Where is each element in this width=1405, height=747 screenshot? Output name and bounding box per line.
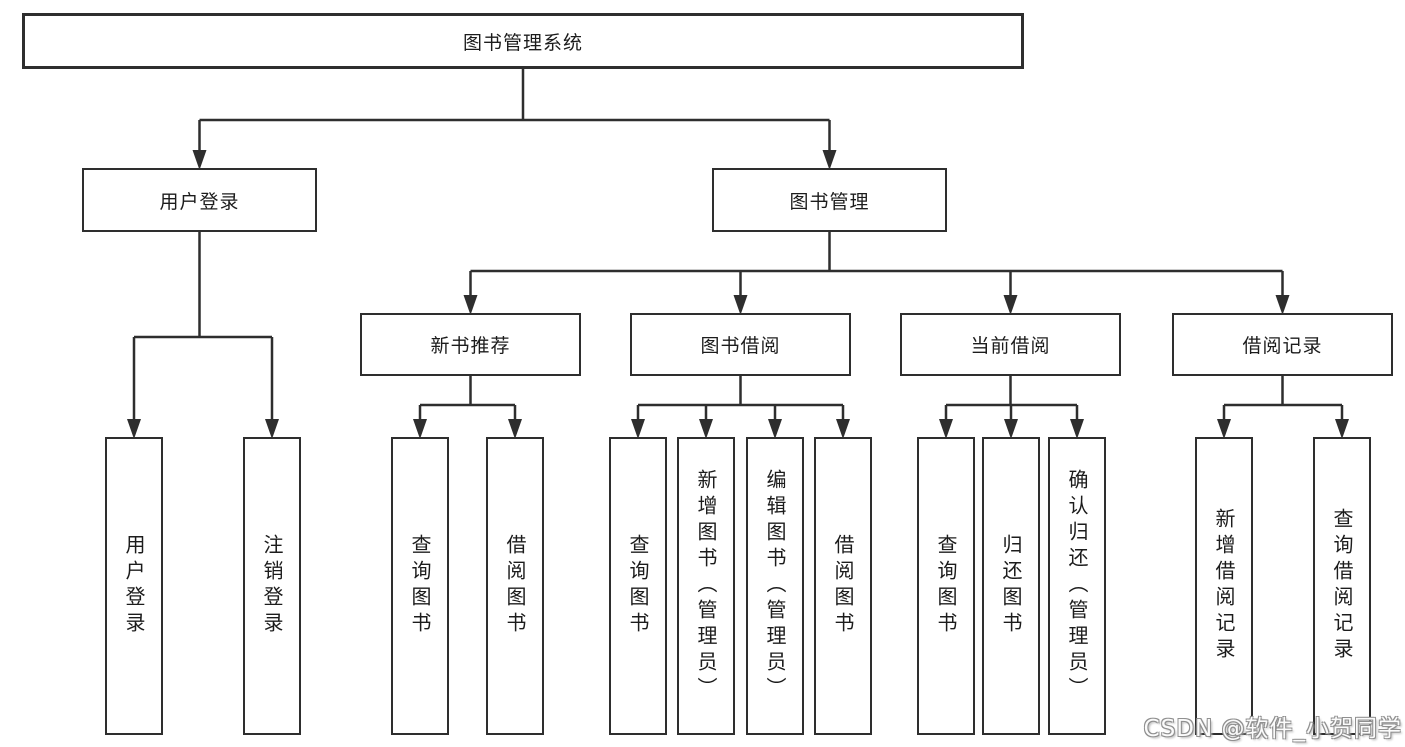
node-leaf-user-login: 用户登录 bbox=[105, 437, 163, 735]
node-borrowing-records: 借阅记录 bbox=[1172, 313, 1393, 376]
node-leaf-confirm-return-admin: 确认归还（管理员） bbox=[1048, 437, 1106, 735]
node-user-login-branch: 用户登录 bbox=[82, 168, 317, 232]
connector-root bbox=[192, 69, 837, 170]
node-book-borrowing: 图书借阅 bbox=[630, 313, 851, 376]
connector-recommend-group bbox=[413, 376, 522, 439]
connector-mgmt-row bbox=[463, 232, 1290, 315]
connector-borrow-group bbox=[631, 376, 850, 439]
node-leaf-borrow-books-recommend: 借阅图书 bbox=[486, 437, 544, 735]
node-leaf-add-borrow-record: 新增借阅记录 bbox=[1195, 437, 1253, 735]
node-book-management-branch: 图书管理 bbox=[712, 168, 947, 232]
node-leaf-query-books-current: 查询图书 bbox=[917, 437, 975, 735]
csdn-watermark: CSDN @软件_小贺同学 bbox=[1143, 716, 1402, 742]
node-leaf-add-book-admin: 新增图书（管理员） bbox=[677, 437, 735, 735]
node-leaf-borrow-books-borrowing: 借阅图书 bbox=[814, 437, 872, 735]
node-leaf-query-borrow-record: 查询借阅记录 bbox=[1313, 437, 1371, 735]
node-root-library-system: 图书管理系统 bbox=[22, 13, 1024, 69]
node-leaf-query-books-borrowing: 查询图书 bbox=[609, 437, 667, 735]
node-leaf-query-books-recommend: 查询图书 bbox=[391, 437, 449, 735]
connector-record-group bbox=[1217, 376, 1349, 439]
node-current-borrowing: 当前借阅 bbox=[900, 313, 1121, 376]
node-new-book-recommendation: 新书推荐 bbox=[360, 313, 581, 376]
node-leaf-logout: 注销登录 bbox=[243, 437, 301, 735]
node-leaf-edit-book-admin: 编辑图书（管理员） bbox=[746, 437, 804, 735]
connector-login-group bbox=[127, 232, 279, 439]
connector-current-group bbox=[939, 376, 1084, 439]
node-leaf-return-book: 归还图书 bbox=[982, 437, 1040, 735]
